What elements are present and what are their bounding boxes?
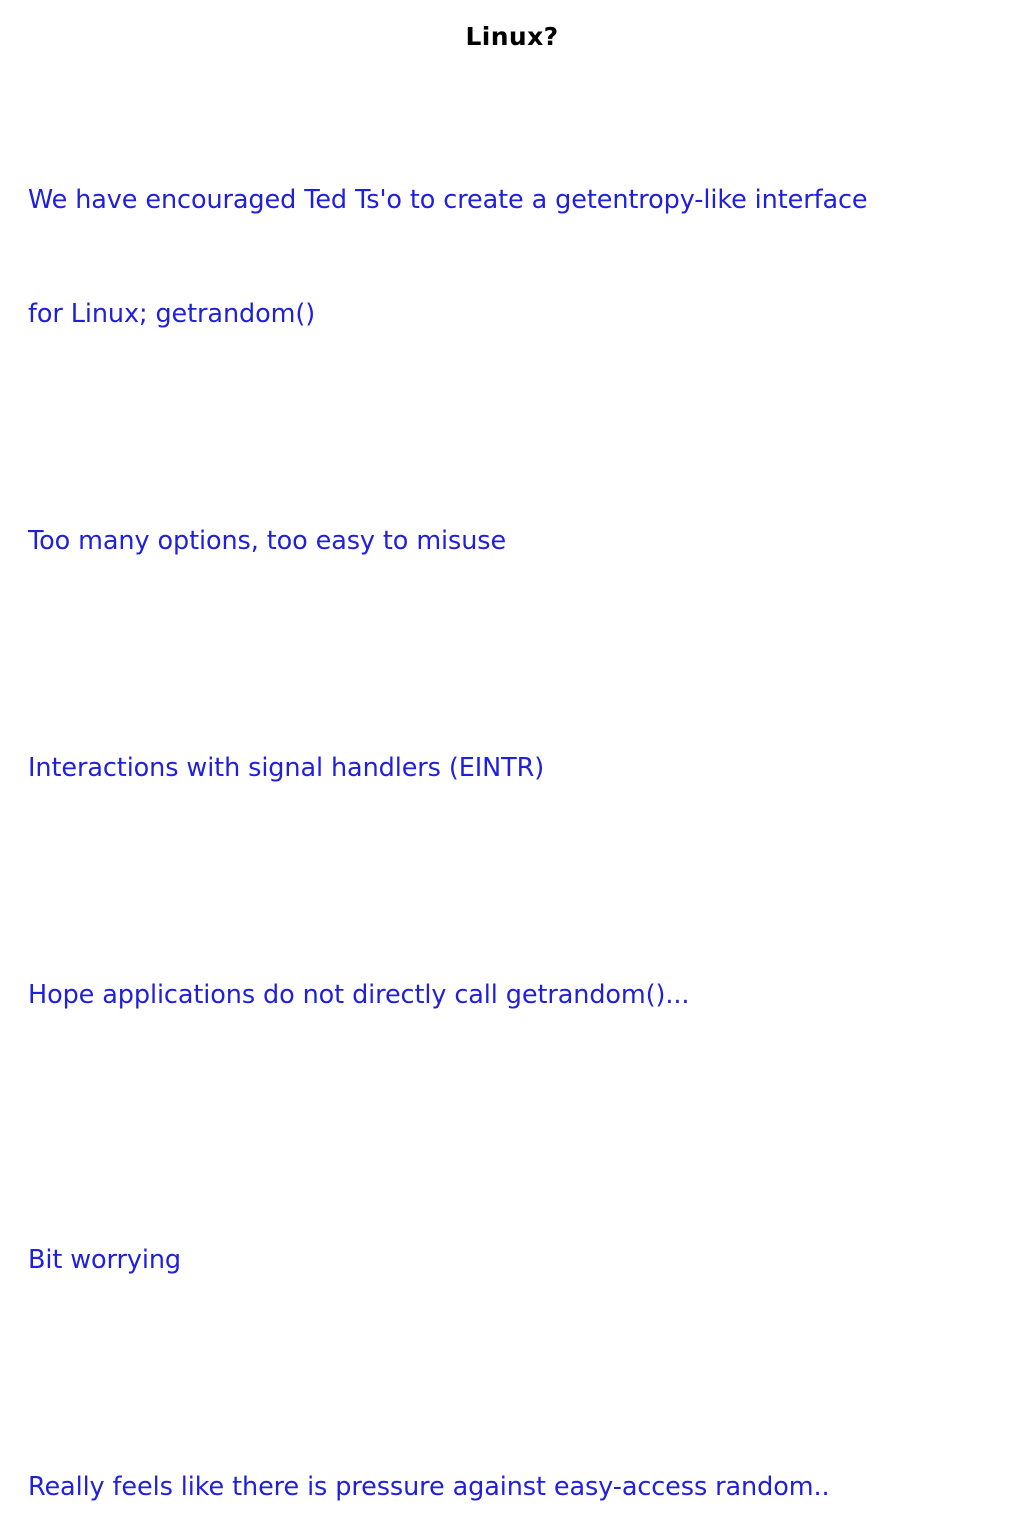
paragraph-2: Too many options, too easy to misuse xyxy=(28,446,996,636)
paragraph-4-line-1: Hope applications do not directly call g… xyxy=(28,980,690,1010)
paragraph-spacer xyxy=(28,1355,996,1392)
paragraph-spacer xyxy=(28,863,996,900)
paragraph-5: Bit worrying xyxy=(28,1165,996,1355)
paragraph-6-line-1: Really feels like there is pressure agai… xyxy=(28,1472,830,1502)
paragraph-2-line-1: Too many options, too easy to misuse xyxy=(28,526,507,556)
paragraph-3-line-1: Interactions with signal handlers (EINTR… xyxy=(28,753,545,783)
section-spacer xyxy=(28,1090,996,1165)
paragraph-4: Hope applications do not directly call g… xyxy=(28,900,996,1090)
paragraph-3: Interactions with signal handlers (EINTR… xyxy=(28,673,996,863)
paragraph-spacer xyxy=(28,636,996,673)
paragraph-1-line-2: for Linux; getrandom() xyxy=(28,299,316,329)
slide-canvas: Linux? We have encouraged Ted Ts'o to cr… xyxy=(28,22,868,1502)
paragraph-spacer xyxy=(28,409,996,446)
paragraph-1-line-1: We have encouraged Ted Ts'o to create a … xyxy=(28,185,868,215)
paragraph-1: We have encouraged Ted Ts'o to create a … xyxy=(28,105,996,409)
paragraph-6: Really feels like there is pressure agai… xyxy=(28,1392,996,1536)
page-title: Linux? xyxy=(465,22,559,51)
slide-body: We have encouraged Ted Ts'o to create a … xyxy=(28,105,996,1536)
paragraph-5-line-1: Bit worrying xyxy=(28,1245,181,1275)
